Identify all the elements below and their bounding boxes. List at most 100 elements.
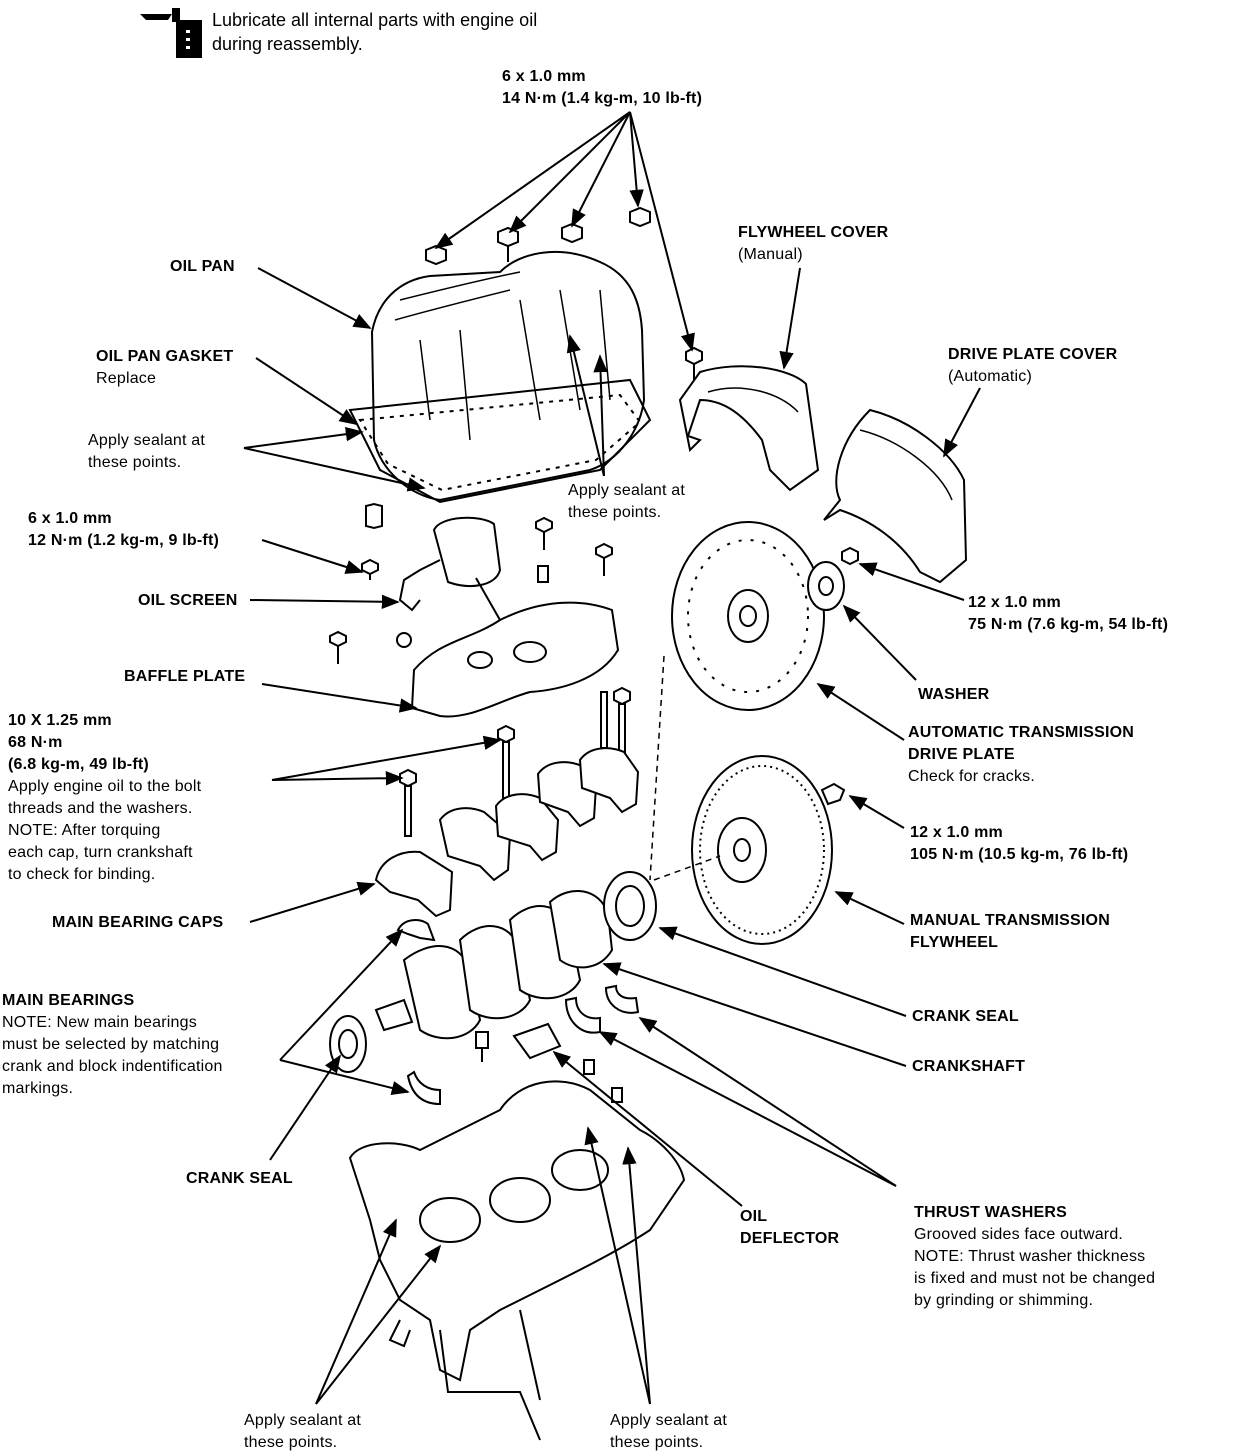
label-line: 6 x 1.0 mm xyxy=(28,510,112,527)
label-line: 14 N·m (1.4 kg-m, 10 lb-ft) xyxy=(502,90,703,107)
label-crankshaft: CRANKSHAFT xyxy=(912,1056,1025,1078)
label-line: Apply sealant at xyxy=(568,482,686,499)
baffle-bolts xyxy=(329,516,613,664)
label-line: by grinding or shimming. xyxy=(914,1292,1094,1309)
label-sealant-bottom-left: Apply sealant at these points. xyxy=(244,1410,361,1454)
alignment-dashed-line xyxy=(649,655,665,881)
label-line: these points. xyxy=(610,1434,704,1451)
label-line: to check for binding. xyxy=(8,866,156,883)
label-sealant-left-upper: Apply sealant at these points. xyxy=(88,430,205,474)
label-line: 12 N·m (1.2 kg-m, 9 lb-ft) xyxy=(28,532,220,549)
label-line: (6.8 kg-m, 49 lb-ft) xyxy=(8,756,149,773)
label-line: 68 N·m xyxy=(8,734,63,751)
label-line: CRANK SEAL xyxy=(186,1170,293,1187)
washer xyxy=(807,546,859,611)
alignment-dashed-line-2 xyxy=(653,855,721,881)
label-line: 75 N·m (7.6 kg-m, 54 lb-ft) xyxy=(968,616,1169,633)
bearing-shells xyxy=(396,919,640,1106)
label-line: CRANK SEAL xyxy=(912,1008,1019,1025)
engine-block xyxy=(348,1080,686,1441)
block-bolts xyxy=(475,1031,623,1103)
header-note-line: Lubricate all internal parts with engine… xyxy=(212,10,538,30)
label-sealant-center-upper: Apply sealant at these points. xyxy=(568,480,685,524)
label-line: Apply sealant at xyxy=(88,432,206,449)
label-line: must be selected by matching xyxy=(2,1036,220,1053)
label-baffle-plate: BAFFLE PLATE xyxy=(124,666,245,688)
crank-seal-right xyxy=(603,871,657,941)
label-line: (Manual) xyxy=(738,246,803,263)
leader-lines xyxy=(243,111,981,1405)
label-flywheel-cover: FLYWHEEL COVER (Manual) xyxy=(738,222,888,266)
label-main-bearings: MAIN BEARINGS NOTE: New main bearings mu… xyxy=(2,990,223,1100)
header-note: Lubricate all internal parts with engine… xyxy=(212,8,537,56)
label-washer: WASHER xyxy=(918,684,989,706)
label-line: NOTE: New main bearings xyxy=(2,1014,197,1031)
label-bolt-10mm-68nm: 10 X 1.25 mm 68 N·m (6.8 kg-m, 49 lb-ft)… xyxy=(8,710,201,886)
label-line: threads and the washers. xyxy=(8,800,193,817)
header-note-line: during reassembly. xyxy=(212,34,363,54)
label-main-bearing-caps: MAIN BEARING CAPS xyxy=(52,912,223,934)
label-line: each cap, turn crankshaft xyxy=(8,844,193,861)
label-line: 6 x 1.0 mm xyxy=(502,68,586,85)
label-line: these points. xyxy=(244,1434,338,1451)
label-line: 12 x 1.0 mm xyxy=(910,824,1003,841)
main-bearing-cap-bolts xyxy=(399,686,631,837)
main-bearing-caps xyxy=(374,747,640,918)
label-bolt-12mm-75nm: 12 x 1.0 mm 75 N·m (7.6 kg-m, 54 lb-ft) xyxy=(968,592,1168,636)
label-line: OIL xyxy=(740,1208,768,1225)
baffle-plate xyxy=(410,601,620,718)
label-crank-seal-left: CRANK SEAL xyxy=(186,1168,293,1190)
label-line: these points. xyxy=(88,454,182,471)
label-oil-screen: OIL SCREEN xyxy=(138,590,238,612)
label-line: DRIVE PLATE COVER xyxy=(948,346,1118,363)
label-line: OIL PAN xyxy=(170,258,235,275)
label-line: WASHER xyxy=(918,686,990,703)
label-line: Check for cracks. xyxy=(908,768,1035,785)
label-oil-deflector: OIL DEFLECTOR xyxy=(740,1206,839,1250)
label-line: DRIVE PLATE xyxy=(908,746,1015,763)
label-line: FLYWHEEL xyxy=(910,934,999,951)
drive-plate-cover xyxy=(823,408,968,584)
label-line: Apply sealant at xyxy=(610,1412,728,1429)
label-bolt-12mm-105nm: 12 x 1.0 mm 105 N·m (10.5 kg-m, 76 lb-ft… xyxy=(910,822,1128,866)
label-bolt-6mm-14nm: 6 x 1.0 mm 14 N·m (1.4 kg-m, 10 lb-ft) xyxy=(502,66,702,110)
label-line: these points. xyxy=(568,504,662,521)
label-auto-drive-plate: AUTOMATIC TRANSMISSION DRIVE PLATE Check… xyxy=(908,722,1134,788)
label-line: Apply engine oil to the bolt xyxy=(8,778,202,795)
label-oil-pan: OIL PAN xyxy=(170,256,235,278)
label-line: BAFFLE PLATE xyxy=(124,668,246,685)
label-line: NOTE: Thrust washer thickness xyxy=(914,1248,1146,1265)
label-line: Grooved sides face outward. xyxy=(914,1226,1124,1243)
manual-flywheel xyxy=(691,755,846,945)
label-oil-pan-gasket: OIL PAN GASKET Replace xyxy=(96,346,233,390)
automatic-drive-plate xyxy=(671,521,825,711)
label-line: OIL PAN GASKET xyxy=(96,348,234,365)
label-bolt-6mm-12nm: 6 x 1.0 mm 12 N·m (1.2 kg-m, 9 lb-ft) xyxy=(28,508,219,552)
label-drive-plate-cover: DRIVE PLATE COVER (Automatic) xyxy=(948,344,1117,388)
label-line: OIL SCREEN xyxy=(138,592,238,609)
label-line: is fixed and must not be changed xyxy=(914,1270,1156,1287)
label-line: 12 x 1.0 mm xyxy=(968,594,1061,611)
label-thrust-washers: THRUST WASHERS Grooved sides face outwar… xyxy=(914,1202,1155,1312)
label-line: MAIN BEARINGS xyxy=(2,992,135,1009)
label-sealant-bottom-center: Apply sealant at these points. xyxy=(610,1410,727,1454)
oil-can-icon xyxy=(140,8,202,58)
label-line: MANUAL TRANSMISSION xyxy=(910,912,1110,929)
label-line: THRUST WASHERS xyxy=(914,1204,1068,1221)
label-line: 10 X 1.25 mm xyxy=(8,712,112,729)
oil-screen xyxy=(365,502,511,648)
label-line: markings. xyxy=(2,1080,74,1097)
label-line: Apply sealant at xyxy=(244,1412,362,1429)
label-line: CRANKSHAFT xyxy=(912,1058,1026,1075)
label-line: (Automatic) xyxy=(948,368,1032,385)
crankshaft xyxy=(374,889,614,1040)
flywheel-cover xyxy=(678,365,820,492)
label-line: FLYWHEEL COVER xyxy=(738,224,889,241)
label-manual-flywheel: MANUAL TRANSMISSION FLYWHEEL xyxy=(910,910,1110,954)
label-line: DEFLECTOR xyxy=(740,1230,840,1247)
label-line: crank and block indentification xyxy=(2,1058,223,1075)
oil-pan xyxy=(348,251,652,504)
label-crank-seal-right: CRANK SEAL xyxy=(912,1006,1019,1028)
